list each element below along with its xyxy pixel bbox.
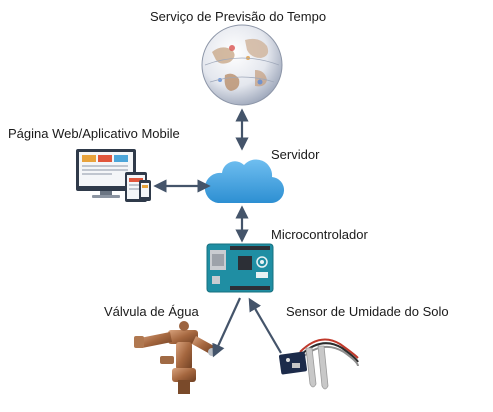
server-label: Servidor <box>271 147 320 162</box>
microcontroller-label: Microcontrolador <box>271 227 368 242</box>
soil-moisture-sensor-icon <box>278 338 359 390</box>
water-valve-label: Válvula de Água <box>104 304 199 319</box>
water-valve-icon <box>134 321 216 394</box>
weather-service-label: Serviço de Previsão do Tempo <box>150 9 327 24</box>
connectors <box>153 108 282 358</box>
globe-icon <box>201 24 283 106</box>
micro-valve-arrow <box>212 297 242 358</box>
web-app-label: Página Web/Aplicativo Mobile <box>8 126 180 141</box>
cloud-icon <box>204 159 285 204</box>
arduino-board-icon <box>206 243 274 293</box>
devices-icon <box>76 149 151 202</box>
sensor-micro-arrow <box>248 297 282 354</box>
soil-sensor-label: Sensor de Umidade do Solo <box>286 304 449 319</box>
